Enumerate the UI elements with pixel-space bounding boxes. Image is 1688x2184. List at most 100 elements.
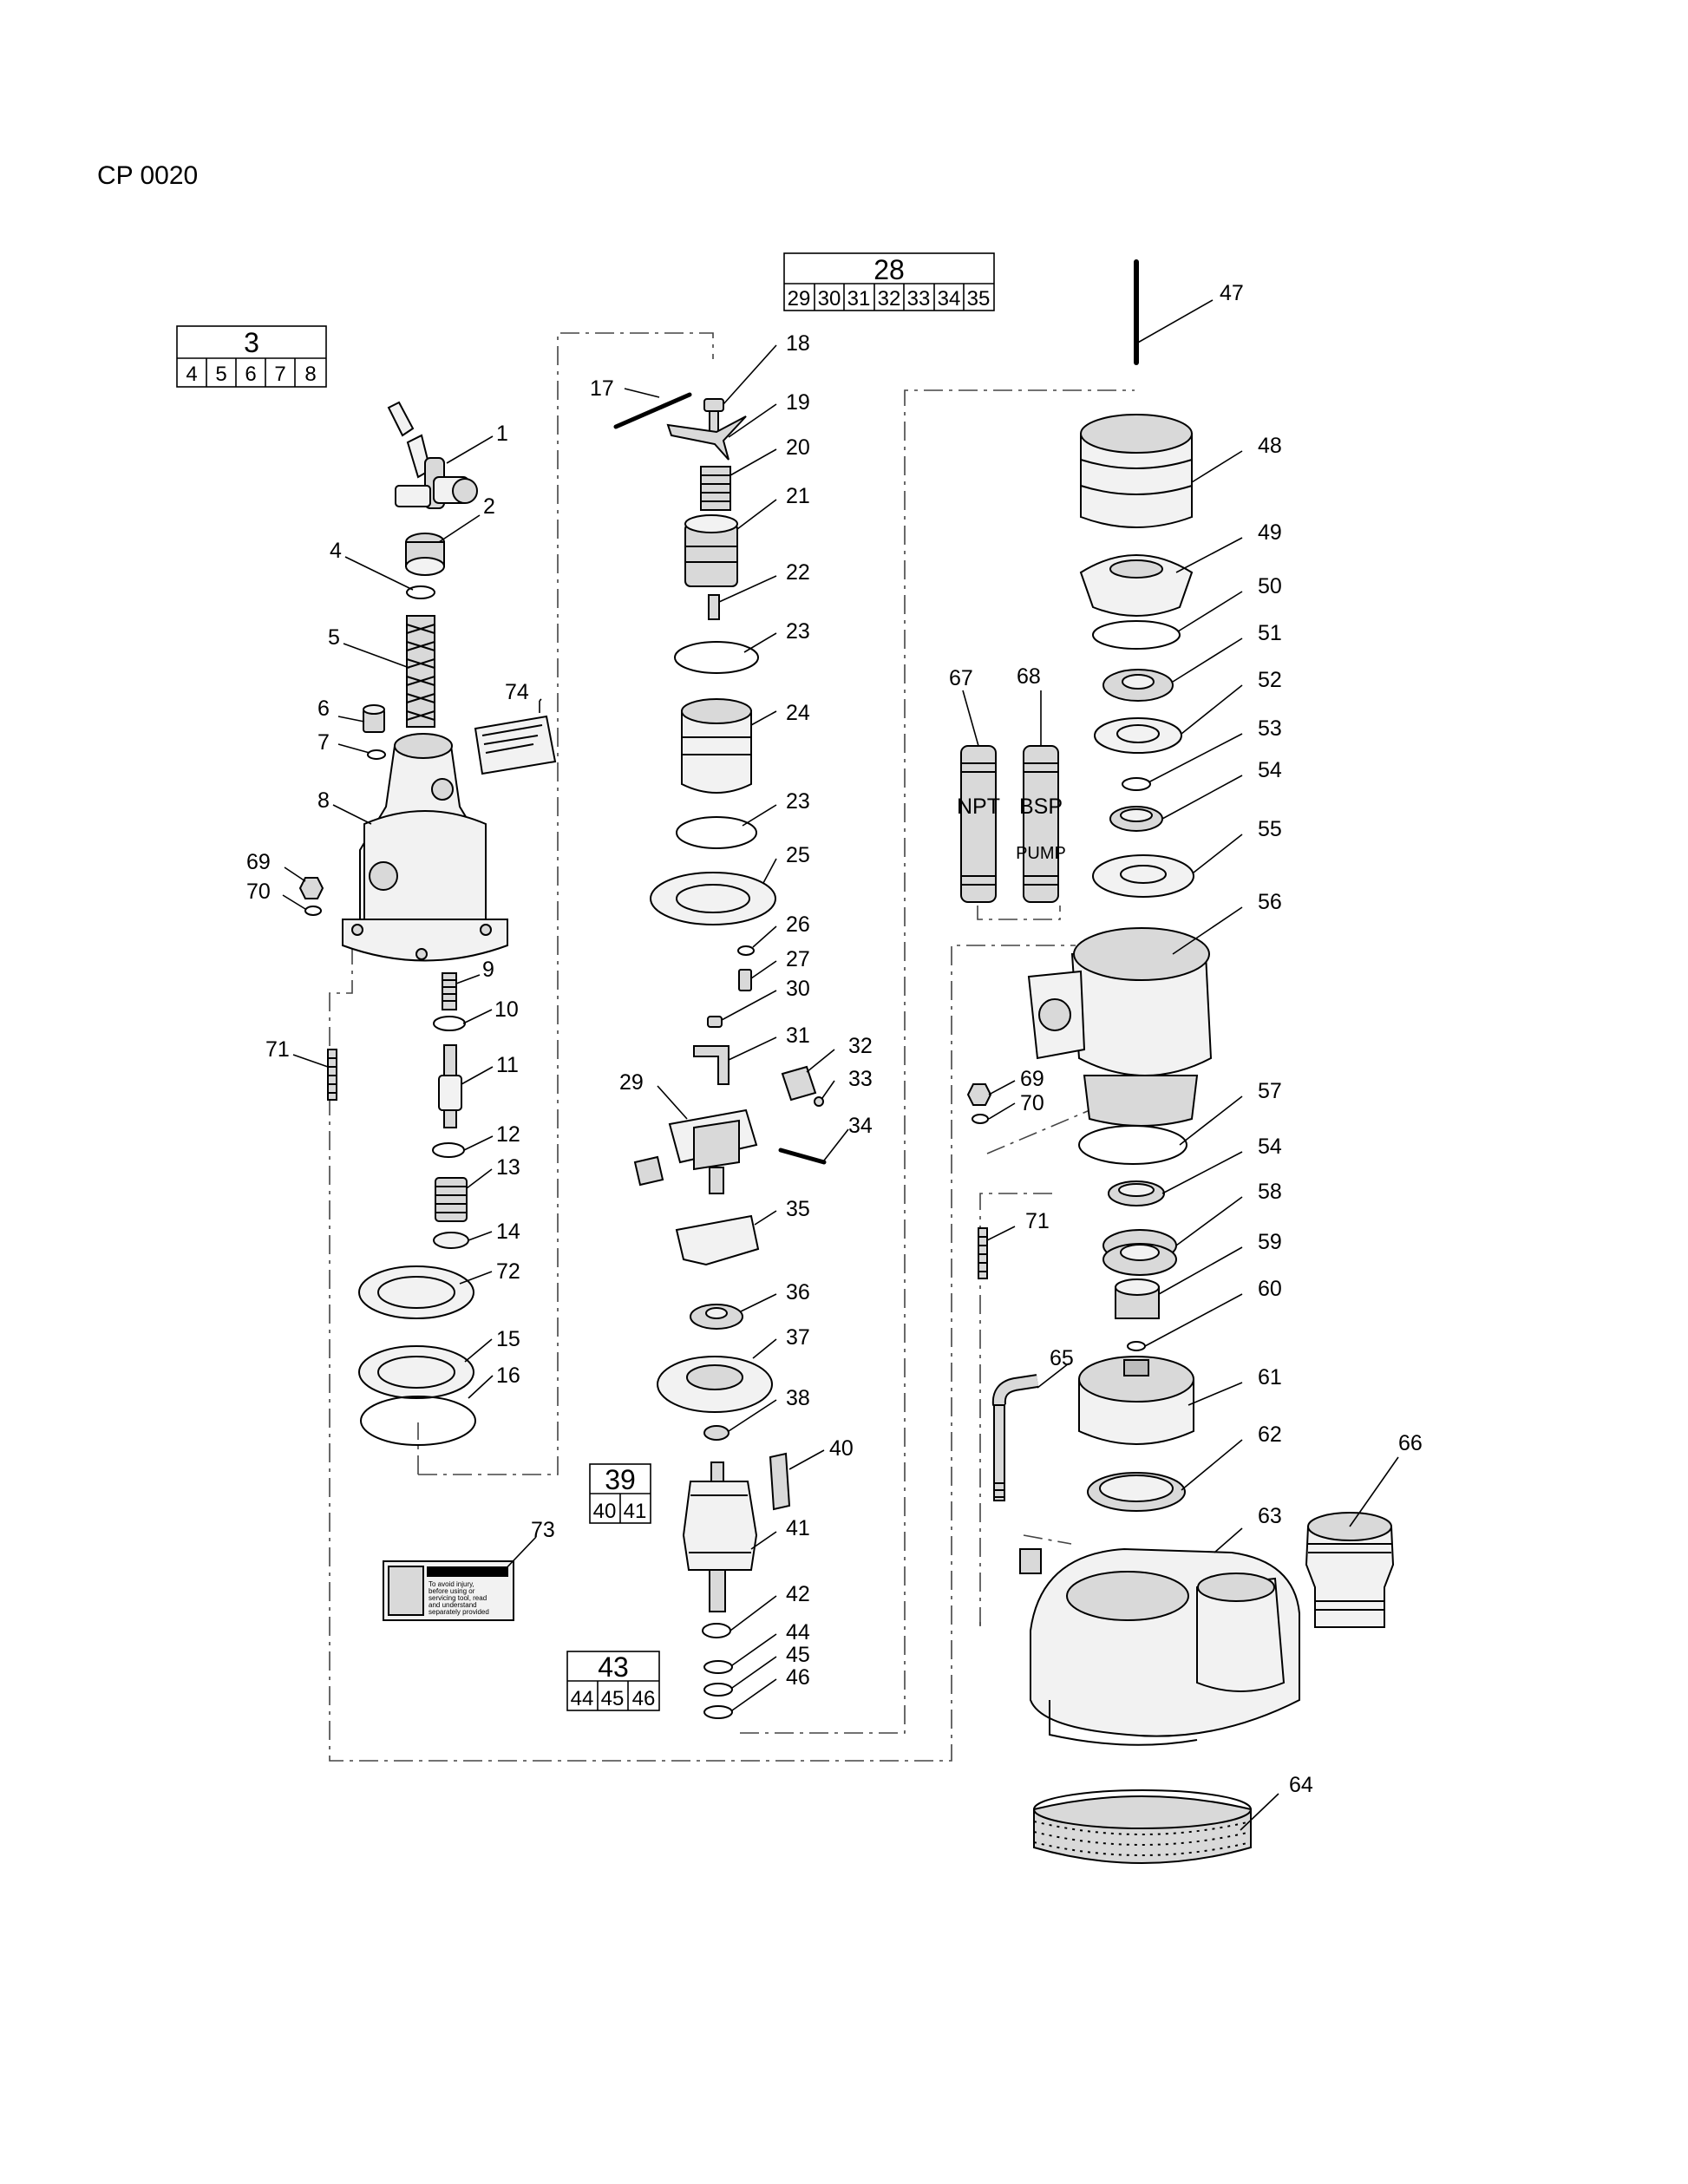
label-35: 35: [786, 1197, 810, 1221]
label-40: 40: [829, 1436, 854, 1461]
label-6: 6: [317, 696, 330, 721]
group-box-28: 28 29 30 31 32 33 34 35: [783, 252, 995, 311]
label-25: 25: [786, 843, 810, 867]
leader-lines: [282, 299, 1399, 1831]
group-39-item: 40: [593, 1500, 617, 1523]
label-46: 46: [786, 1665, 810, 1690]
group-39-title: 39: [605, 1464, 636, 1495]
label-27: 27: [786, 947, 810, 971]
label-2: 2: [483, 494, 495, 519]
label-1: 1: [496, 422, 508, 446]
label-54: 54: [1258, 758, 1282, 782]
group-3-item: 8: [304, 363, 316, 386]
part-49-cap: [1079, 554, 1194, 617]
part-12-ring: [432, 1142, 465, 1158]
group-3-item: 5: [215, 363, 226, 386]
part-51-bearing: [1102, 669, 1174, 702]
part-29-bracket-assembly: [668, 1108, 758, 1194]
label-74: 74: [505, 680, 529, 704]
label-47: 47: [1220, 281, 1244, 305]
label-58: 58: [1258, 1180, 1282, 1204]
label-57: 57: [1258, 1079, 1282, 1103]
label-66: 66: [1398, 1431, 1423, 1455]
part-57-o-ring: [1078, 1125, 1187, 1165]
group-43-title: 43: [598, 1651, 629, 1683]
group-3-item: 7: [274, 363, 285, 386]
label-60: 60: [1258, 1277, 1282, 1301]
label-50: 50: [1258, 574, 1282, 598]
part-64-strainer: [1033, 1789, 1252, 1864]
group-39-item: 41: [624, 1500, 647, 1523]
label-51: 51: [1258, 621, 1282, 645]
part-29-clamp: [633, 1155, 664, 1187]
group-28-item: 30: [818, 287, 841, 311]
label-23: 23: [786, 619, 810, 644]
label-53: 53: [1258, 716, 1282, 741]
label-9: 9: [482, 958, 494, 982]
label-59: 59: [1258, 1230, 1282, 1254]
part-63-volute: [1019, 1547, 1300, 1746]
part-23-o-ring-lower: [676, 816, 757, 849]
part-55-plate: [1092, 854, 1194, 898]
part-66-fitting: [1305, 1512, 1395, 1628]
part-37-bearing-plate: [657, 1356, 773, 1413]
part-72-gasket: [358, 1265, 474, 1319]
label-65: 65: [1050, 1346, 1074, 1370]
label-42: 42: [786, 1582, 810, 1606]
part-46-ring: [703, 1705, 733, 1719]
label-70: 70: [246, 879, 271, 904]
label-69-right: 69: [1020, 1067, 1044, 1091]
part-70-washer: [304, 906, 322, 916]
label-71-right: 71: [1025, 1209, 1050, 1233]
label-16: 16: [496, 1363, 520, 1388]
label-26: 26: [786, 912, 810, 937]
label-64: 64: [1289, 1773, 1313, 1797]
label-13: 13: [496, 1155, 520, 1180]
part-33-screw: [814, 1096, 824, 1107]
group-28-item: 32: [878, 287, 901, 311]
part-30-nut: [707, 1016, 723, 1028]
group-3-item: 4: [186, 363, 197, 386]
part-70-washer-right: [972, 1114, 989, 1124]
label-11: 11: [496, 1053, 519, 1077]
label-52: 52: [1258, 668, 1282, 692]
label-22: 22: [786, 560, 810, 585]
part-68-bsp-fitting: BSP PUMP: [1016, 745, 1066, 903]
part-26-ring: [737, 945, 755, 956]
part-56-pump-housing: [1027, 927, 1213, 1127]
part-35-plate: [675, 1214, 760, 1266]
label-44: 44: [786, 1620, 810, 1645]
label-5: 5: [328, 625, 340, 650]
part-48-sleeve: [1080, 414, 1193, 528]
part-71-stud: [327, 1049, 337, 1101]
warning-line: servicing tool, read: [429, 1594, 487, 1602]
part-73-warning-decal: WARNING To avoid injury, before using or…: [383, 1560, 514, 1621]
group-28-item: 33: [907, 287, 931, 311]
group-box-39: 39 40 41: [589, 1463, 651, 1524]
label-21: 21: [786, 484, 810, 508]
label-62: 62: [1258, 1422, 1282, 1447]
bsp-label: BSP: [1019, 794, 1063, 819]
label-7: 7: [317, 730, 330, 755]
warning-line: To avoid injury,: [429, 1580, 474, 1588]
part-69-nut-right: [966, 1083, 992, 1106]
part-15-gasket: [358, 1345, 474, 1399]
label-71: 71: [265, 1037, 290, 1062]
part-23-o-ring: [674, 641, 759, 674]
part-number-labels: 1 2 4 5 6 7 8 69 70 71 9 10 11 12 13 14 …: [246, 281, 1423, 1797]
label-54-lower: 54: [1258, 1135, 1282, 1159]
part-24-cylinder: [681, 698, 752, 794]
label-38: 38: [786, 1386, 810, 1410]
label-61: 61: [1258, 1365, 1282, 1390]
label-4: 4: [330, 539, 342, 563]
label-69: 69: [246, 850, 271, 874]
part-14-disk: [433, 1232, 469, 1249]
label-72: 72: [496, 1259, 520, 1284]
label-24: 24: [786, 701, 810, 725]
part-50-o-ring: [1092, 620, 1181, 650]
part-25-gasket: [650, 872, 776, 925]
label-56: 56: [1258, 890, 1282, 914]
part-7-washer: [367, 749, 386, 760]
label-20: 20: [786, 435, 810, 460]
part-65-hose: [991, 1374, 1039, 1501]
